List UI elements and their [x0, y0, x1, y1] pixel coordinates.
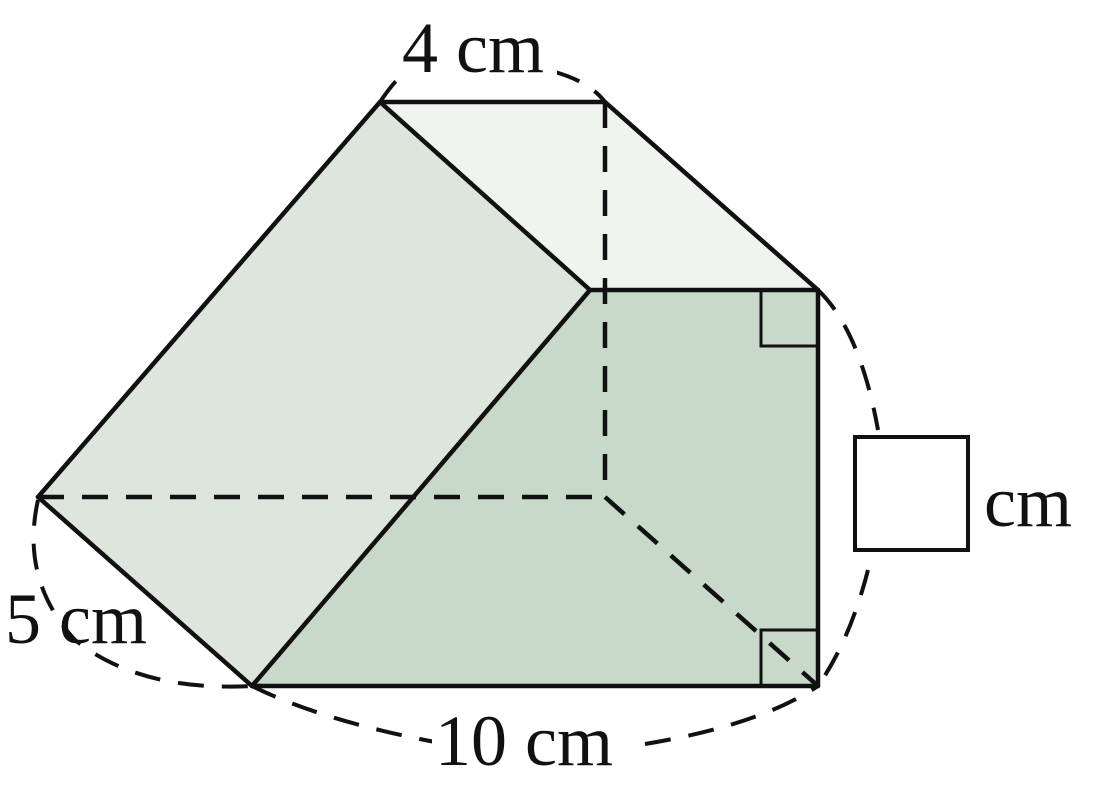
hidden-edges	[38, 102, 820, 688]
edge-top-right	[602, 99, 821, 293]
label-bg-bottom	[432, 705, 637, 773]
edge-top-left	[377, 99, 593, 293]
dimension-arc-left	[31, 499, 253, 689]
height-unit-label: cm	[984, 462, 1072, 542]
answer-box[interactable]	[853, 435, 970, 552]
left-edge-label: 5 cm	[5, 579, 147, 659]
visible-edges	[35, 99, 821, 689]
top-face	[380, 102, 818, 290]
top-edge-label: 4 cm	[402, 8, 544, 88]
slanted-face	[38, 102, 590, 686]
front-face	[252, 290, 818, 686]
edge-front-slant	[249, 287, 593, 689]
hidden-edge-back	[603, 495, 820, 688]
dimension-arc-bottom	[251, 684, 820, 746]
edge-bottom-left	[35, 494, 255, 689]
right-angle-marker-bottom	[759, 628, 818, 686]
right-angle-marker-top	[759, 290, 818, 348]
bottom-edge-label: 10 cm	[435, 701, 613, 781]
label-bg-top	[402, 22, 557, 80]
edge-left-slant	[35, 99, 383, 500]
dimension-arc-right	[816, 288, 880, 688]
dimension-arc-top	[378, 68, 607, 104]
